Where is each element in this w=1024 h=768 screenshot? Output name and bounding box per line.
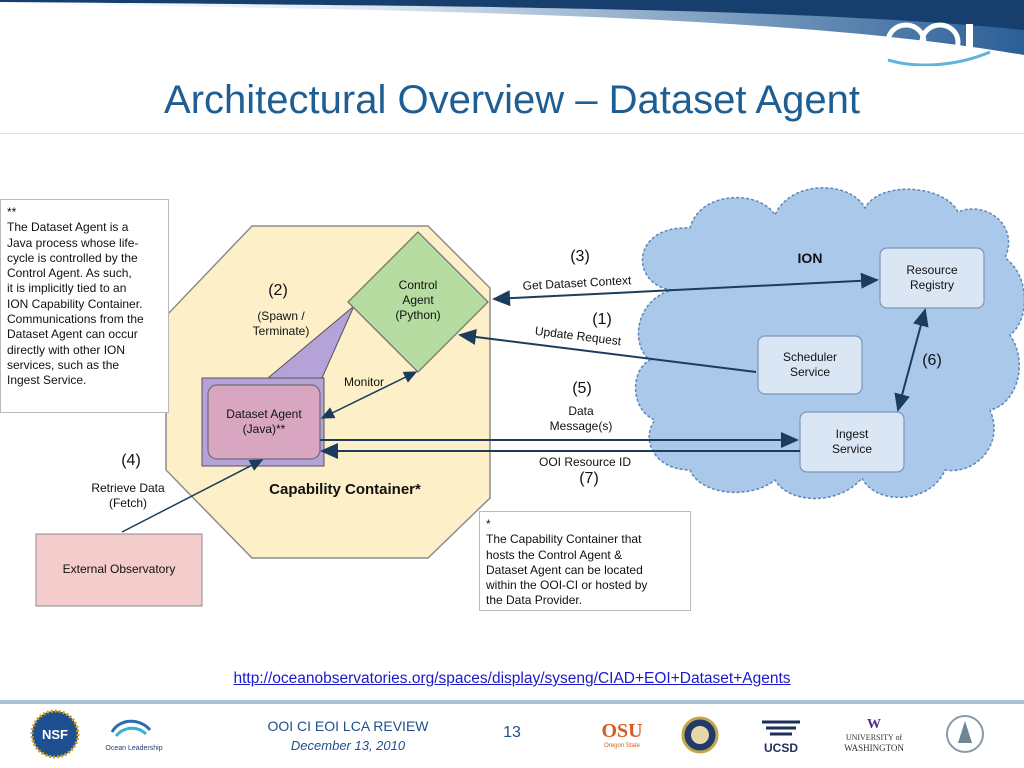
wiki-link[interactable]: http://oceanobservatories.org/spaces/dis… — [233, 670, 791, 687]
capability-container-note: * The Capability Container that hosts th… — [479, 511, 691, 611]
review-date: December 13, 2010 — [290, 738, 406, 753]
dataset-agent-line: Dataset Agent — [226, 407, 302, 421]
note-line: Dataset Agent can be located — [486, 562, 643, 577]
note-line: Control Agent. As such, — [7, 266, 132, 281]
osu-logo-sub: Oregon State — [604, 743, 640, 749]
note-line: Dataset Agent can occur — [7, 327, 138, 342]
note-line: ION Capability Container. — [7, 296, 143, 311]
osu-logo: OSU Oregon State — [600, 713, 644, 753]
spawn-line: Terminate) — [252, 324, 310, 338]
header-band — [0, 0, 1024, 55]
note-line: The Capability Container that — [486, 532, 642, 547]
step-2-label: (2) — [268, 282, 288, 299]
seal-logo — [680, 715, 720, 755]
monitor-arrow — [320, 371, 418, 419]
data-messages-line: Message(s) — [549, 419, 613, 433]
control-agent-line: (Python) — [395, 308, 441, 322]
resource-registry-shape — [879, 247, 985, 309]
resource-registry-label: Resource Registry — [880, 263, 984, 293]
footer-divider — [0, 700, 1024, 704]
control-agent-label: Control Agent (Python) — [378, 278, 458, 323]
review-title: OOI CI EOI LCA REVIEW — [267, 718, 429, 734]
retrieve-line: (Fetch) — [108, 496, 147, 510]
step-5-label: (5) — [572, 380, 592, 397]
resource-id-label: OOI Resource ID — [538, 455, 632, 469]
step-7-label: (7) — [579, 470, 599, 487]
control-agent-shape — [347, 231, 489, 373]
nsf-logo-text: NSF — [42, 727, 68, 742]
scheduler-service-line: Scheduler — [782, 350, 838, 364]
ingest-service-label: Ingest Service — [800, 427, 904, 457]
external-observatory-shape — [35, 533, 203, 607]
dataset-agent-line: (Java)** — [242, 422, 286, 436]
note-line: within the OOI-CI or hosted by — [486, 578, 648, 593]
dataset-agent-label: Dataset Agent (Java)** — [208, 407, 320, 437]
get-context-arrow — [492, 272, 879, 307]
note-line: Java process whose life- — [7, 235, 139, 250]
title-divider — [0, 133, 1024, 134]
page-number: 13 — [503, 724, 521, 741]
retrieve-data-label: Retrieve Data (Fetch) — [80, 481, 176, 511]
step-4-label: (4) — [121, 452, 141, 469]
step-6-label: (6) — [922, 352, 942, 369]
dataset-agent-note: ** The Dataset Agent is a Java process w… — [0, 199, 169, 413]
external-observatory-label: External Observatory — [62, 562, 176, 576]
control-agent-line: Control — [398, 278, 438, 292]
control-agent-line: Agent — [402, 293, 434, 307]
note-line: services, such as the — [7, 357, 120, 372]
retrieve-arrow — [121, 459, 264, 533]
scheduler-service-shape — [757, 335, 863, 395]
ingest-service-shape — [799, 411, 905, 473]
monitor-label: Monitor — [343, 375, 384, 389]
ocean-leadership-logo: Ocean Leadership — [104, 714, 164, 756]
note-line: it is implicitly tied to an — [7, 281, 127, 296]
retrieve-line: Retrieve Data — [91, 481, 165, 495]
uw-logo-line2: WASHINGTON — [844, 743, 904, 753]
uw-logo: W UNIVERSITY of WASHINGTON — [832, 714, 916, 756]
note-line: ** — [7, 205, 17, 219]
ingest-service-line: Ingest — [835, 427, 869, 441]
update-request-arrow — [458, 329, 757, 373]
note-line: The Dataset Agent is a — [7, 220, 129, 235]
dataset-agent-shape — [207, 384, 321, 460]
ooi-logo — [882, 12, 994, 67]
note-line: * — [486, 517, 491, 531]
ucsd-logo-text: UCSD — [764, 741, 798, 755]
scheduler-service-line: Service — [789, 365, 830, 379]
note-line: hosts the Control Agent & — [486, 547, 623, 562]
spawn-line: (Spawn / — [257, 309, 305, 323]
uw-logo-line1: UNIVERSITY of — [846, 733, 903, 742]
ion-label: ION — [797, 250, 823, 266]
ucsd-logo: UCSD — [756, 714, 806, 756]
step-1-label: (1) — [592, 311, 612, 328]
capability-container-label: Capability Container* — [269, 481, 421, 498]
resource-registry-line: Registry — [909, 278, 954, 292]
scheduler-service-label: Scheduler Service — [758, 350, 862, 380]
ocean-leadership-text: Ocean Leadership — [105, 745, 162, 752]
slide-title: Architectural Overview – Dataset Agent — [164, 78, 860, 122]
osu-logo-text: OSU — [601, 720, 642, 742]
note-line: Ingest Service. — [7, 373, 87, 388]
note-line: the Data Provider. — [486, 593, 583, 608]
resource-registry-line: Resource — [906, 263, 958, 277]
whoi-logo — [944, 713, 986, 755]
note-line: directly with other ION — [7, 342, 126, 357]
ingest-service-line: Service — [831, 442, 872, 456]
note-line: cycle is controlled by the — [7, 250, 138, 265]
nsf-logo: NSF — [30, 709, 80, 759]
svg-text:W: W — [867, 717, 881, 732]
registry-ingest-arrow — [894, 308, 929, 412]
step-3-label: (3) — [570, 248, 590, 265]
data-messages-line: Data — [568, 404, 594, 418]
data-messages-label: Data Message(s) — [536, 404, 626, 434]
spawn-label: (Spawn / Terminate) — [238, 309, 324, 339]
note-line: Communications from the — [7, 312, 144, 327]
